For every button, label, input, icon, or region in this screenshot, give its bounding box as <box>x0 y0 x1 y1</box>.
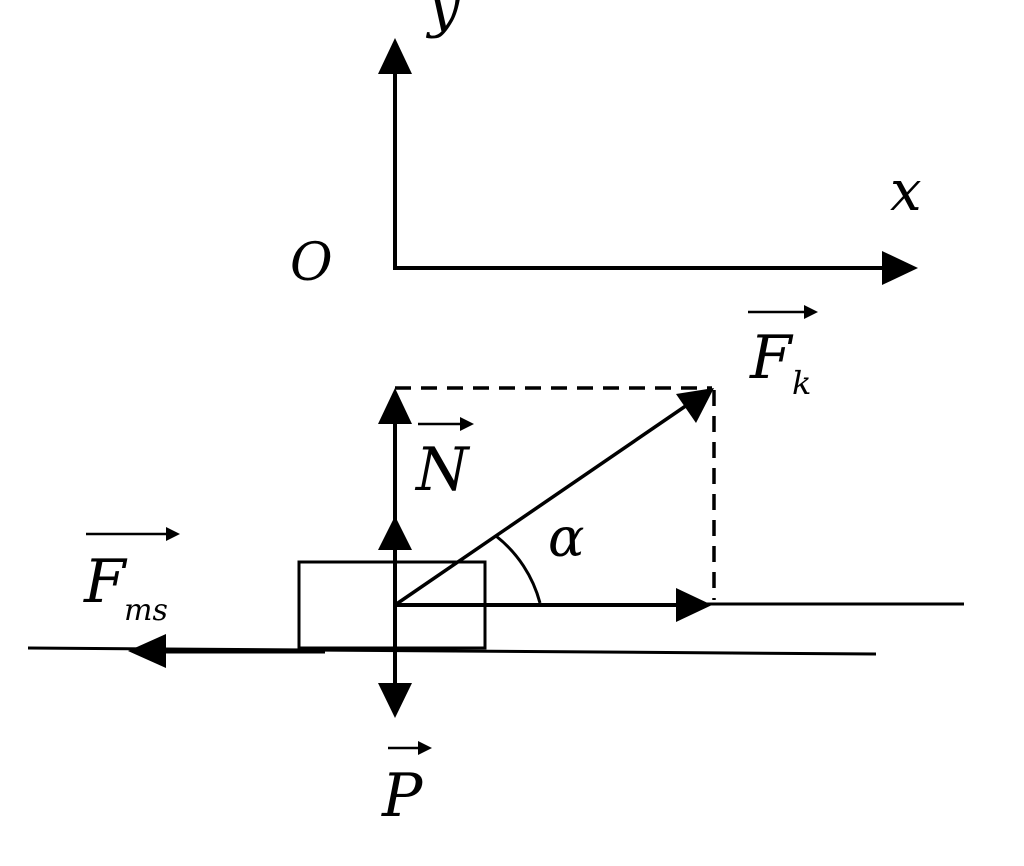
normal-force-arrow <box>378 388 412 605</box>
applied-force-subscript: k <box>792 364 811 402</box>
friction-force-arrow <box>128 634 325 668</box>
normal-force-arrowhead-mid <box>378 516 412 550</box>
applied-force-arrow <box>394 388 714 607</box>
friction-force-label: F ms <box>83 527 180 628</box>
vector-bar-arrowhead <box>166 527 180 541</box>
normal-force-symbol: N <box>414 435 471 505</box>
origin-label: O <box>290 233 333 293</box>
weight-label: P <box>381 741 432 831</box>
y-axis-label: y <box>425 0 461 40</box>
friction-force-arrowhead <box>128 634 166 668</box>
applied-force-symbol: F <box>749 323 794 393</box>
surfaces <box>27 602 964 656</box>
component-guides <box>395 386 716 600</box>
normal-force-arrowhead-top <box>378 388 412 424</box>
normal-force-label: N <box>414 417 474 505</box>
angle-arc <box>495 534 542 604</box>
vector-bar-arrowhead <box>804 305 818 319</box>
x-axis-label: x <box>890 159 922 224</box>
applied-force-arrowhead <box>676 388 714 423</box>
applied-force-label: F k <box>748 305 818 402</box>
weight-arrow <box>378 605 412 718</box>
coordinate-axes: O x y <box>290 0 922 293</box>
weight-symbol: P <box>381 761 424 831</box>
y-axis-arrowhead <box>378 38 412 74</box>
weight-arrowhead <box>378 683 412 718</box>
x-axis-arrowhead <box>882 251 918 285</box>
friction-force-subscript: ms <box>124 593 168 628</box>
friction-force-symbol: F <box>83 547 128 617</box>
vector-bar-arrowhead <box>460 417 474 431</box>
horizontal-component-arrowhead <box>676 588 712 622</box>
angle-label: α <box>548 506 584 569</box>
applied-force-shaft <box>394 401 691 607</box>
vector-bar-arrowhead <box>418 741 432 755</box>
applied-force-horizontal-component <box>395 588 712 622</box>
